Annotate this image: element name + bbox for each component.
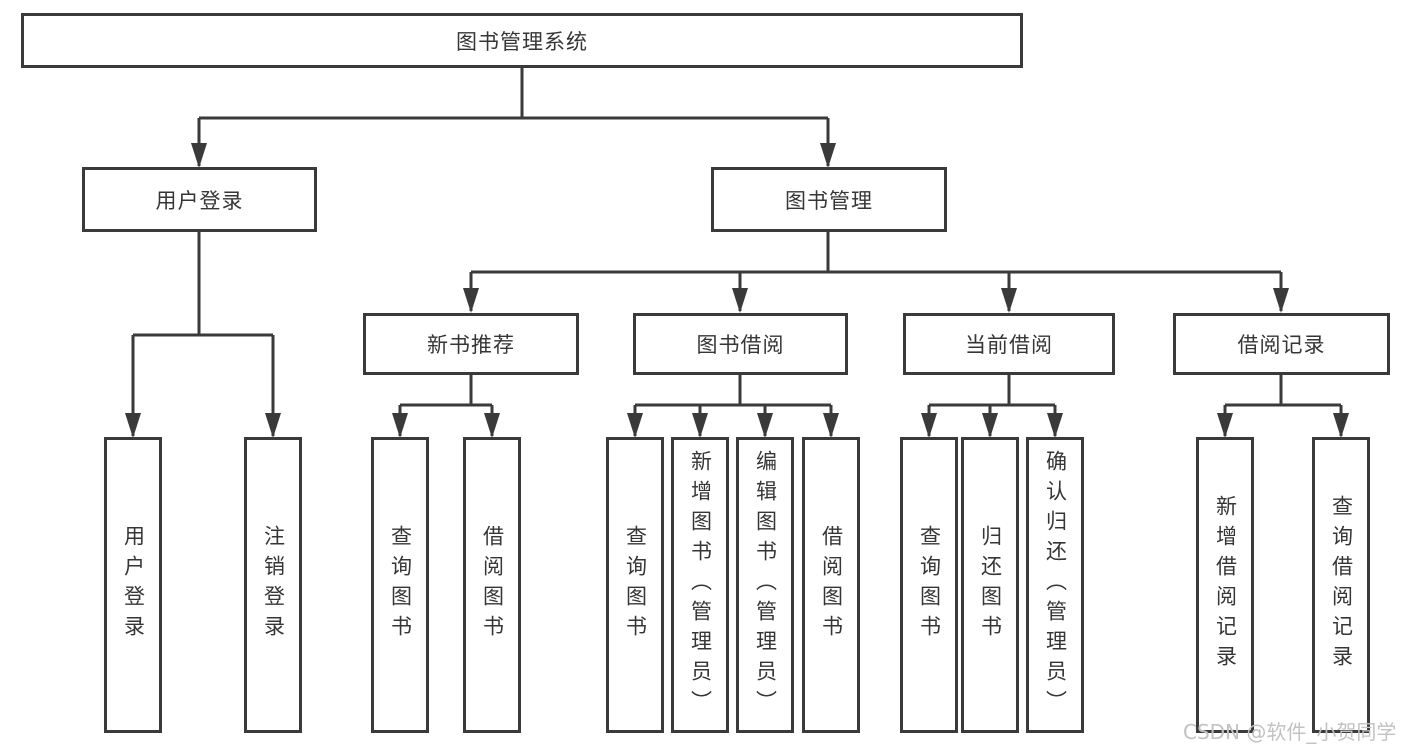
node-label: 注销登录 (261, 525, 286, 645)
node-label: 查询图书 (388, 525, 413, 645)
node-label: 新增图书（管理员） (688, 450, 713, 720)
node-label: 确认归还（管理员） (1043, 450, 1068, 720)
node-label: 新书推荐 (427, 333, 515, 357)
node-label: 查询图书 (623, 525, 648, 645)
leaf-add-borrow-record: 新增借阅记录 (1196, 437, 1254, 733)
node-label: 借阅记录 (1237, 333, 1326, 357)
leaf-add-book-admin: 新增图书（管理员） (671, 437, 729, 733)
node-label: 查询图书 (917, 525, 942, 645)
leaf-query-books-recommend: 查询图书 (371, 437, 429, 733)
node-label: 新增借阅记录 (1213, 495, 1238, 675)
node-label: 用户登录 (121, 525, 146, 645)
node-book-borrow: 图书借阅 (633, 313, 848, 375)
node-label: 当前借阅 (965, 333, 1053, 357)
node-label: 图书管理 (785, 188, 873, 213)
node-label: 借阅图书 (819, 525, 844, 645)
node-user-login: 用户登录 (82, 167, 317, 232)
node-new-book-recommend: 新书推荐 (363, 313, 579, 375)
leaf-query-books-borrow: 查询图书 (606, 437, 664, 733)
node-library-management-system: 图书管理系统 (21, 13, 1023, 68)
leaf-edit-book-admin: 编辑图书（管理员） (736, 437, 794, 733)
node-label: 图书借阅 (696, 333, 785, 357)
leaf-query-books-current: 查询图书 (900, 437, 958, 733)
leaf-return-book: 归还图书 (961, 437, 1019, 733)
node-current-borrow: 当前借阅 (903, 313, 1115, 375)
node-label: 编辑图书（管理员） (753, 450, 778, 720)
node-label: 借阅图书 (480, 525, 505, 645)
leaf-borrow-books: 借阅图书 (802, 437, 860, 733)
leaf-borrow-books-recommend: 借阅图书 (463, 437, 521, 733)
node-label: 图书管理系统 (456, 29, 588, 54)
node-label: 查询借阅记录 (1329, 495, 1354, 675)
leaf-query-borrow-record: 查询借阅记录 (1312, 437, 1370, 733)
leaf-logout: 注销登录 (244, 437, 302, 733)
node-borrow-records: 借阅记录 (1173, 313, 1390, 375)
node-label: 归还图书 (978, 525, 1003, 645)
node-book-management: 图书管理 (711, 167, 947, 232)
leaf-confirm-return-admin: 确认归还（管理员） (1026, 437, 1084, 733)
csdn-watermark: CSDN @软件_小贺同学 (1183, 720, 1397, 744)
leaf-user-login: 用户登录 (104, 437, 162, 733)
node-label: 用户登录 (155, 188, 244, 213)
